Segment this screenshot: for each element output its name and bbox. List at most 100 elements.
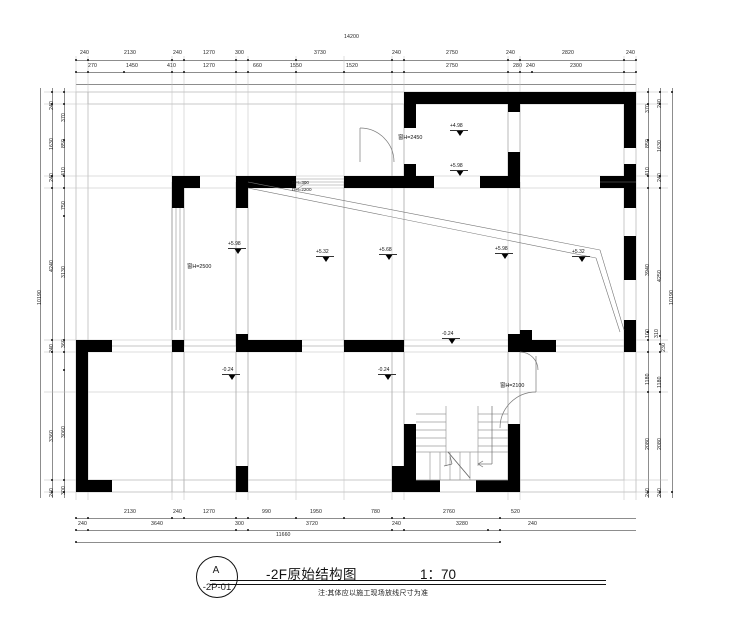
window-symbols — [171, 178, 344, 330]
elevation-triangle — [234, 248, 242, 254]
top-dim-2-10: 2300 — [570, 63, 582, 69]
top-dim-1-1: 2130 — [124, 50, 136, 56]
title-rule-thin — [210, 584, 606, 585]
title-rule-thick — [210, 579, 606, 582]
top-dim-2-4: 660 — [253, 63, 262, 69]
top-dim-2-7: 2750 — [446, 63, 458, 69]
beam-dh-300-label: DH=300 — [292, 180, 309, 185]
elevation-value-low-right: -0.24 — [442, 331, 454, 337]
elevation-triangle — [448, 338, 456, 344]
top-dim-1-5: 3730 — [314, 50, 326, 56]
stair-direction-arrows — [443, 406, 493, 479]
top-dim-2-3: 1270 — [203, 63, 215, 69]
top-dim-2-0: 270 — [88, 63, 97, 69]
bottom-dim-2-1: 3720 — [306, 521, 318, 527]
drawing-tag-circle — [196, 556, 238, 598]
plan-outer-boundary — [75, 91, 637, 493]
bottom-dim-1-2: 240 — [173, 509, 182, 515]
overall-width-label: 14200 — [344, 34, 359, 40]
elevation-value-top-door: +4.98 — [450, 123, 463, 129]
elevation-value-low-mid: -0.24 — [378, 367, 390, 373]
right-dim-line-3 — [672, 88, 673, 498]
top-dim-2-8: 280 — [513, 63, 522, 69]
top-dim-1-6: 240 — [392, 50, 401, 56]
right-dim-line-2 — [660, 88, 661, 498]
drawing-tag-number: -2P-01 — [202, 582, 232, 593]
bottom-dim-1-8: 240 — [392, 521, 401, 527]
bottom-dim-1-9: 2760 — [443, 509, 455, 515]
window-height-2100-label: 窗H=2100 — [500, 383, 525, 389]
window-height-2500-label: 窗H=2500 — [187, 264, 212, 270]
bottom-dim-1-5: 990 — [262, 509, 271, 515]
elevation-value-center-left: +5.32 — [316, 249, 329, 255]
elevation-baseline — [442, 338, 460, 339]
elevation-baseline — [316, 256, 334, 257]
elevation-triangle — [228, 374, 236, 380]
elevation-value-center-right: +5.98 — [495, 246, 508, 252]
elevation-value-center: +5.68 — [379, 247, 392, 253]
top-dim-1-9: 2820 — [562, 50, 574, 56]
top-dim-1-10: 240 — [626, 50, 635, 56]
top-dim-2-6: 1520 — [346, 63, 358, 69]
left-dim-line-1 — [40, 88, 41, 498]
elevation-baseline — [572, 256, 590, 257]
bottom-dim-2-2: 3280 — [456, 521, 468, 527]
elevation-value-right: +5.32 — [572, 249, 585, 255]
top-dim-line-2 — [76, 72, 636, 73]
elevation-value-left-room: +5.98 — [228, 241, 241, 247]
elevation-triangle — [501, 253, 509, 259]
bottom-dim-1-4: 300 — [235, 521, 244, 527]
top-dim-1-2: 240 — [173, 50, 182, 56]
drawing-scale: 1：70 — [420, 567, 457, 582]
drawing-tag-letter: A — [212, 565, 220, 576]
extension-lines — [44, 56, 668, 500]
bottom-dim-1-6: 1950 — [310, 509, 322, 515]
bottom-dim-1-0: 240 — [78, 521, 87, 527]
elevation-triangle — [384, 374, 392, 380]
top-dim-1-3: 1270 — [203, 50, 215, 56]
bottom-dim-1-1: 2130 — [124, 509, 136, 515]
drawing-title: -2F原始结构图 — [266, 567, 357, 582]
bottom-dim-line-3 — [76, 542, 500, 543]
bottom-dim-2-0: 3640 — [151, 521, 163, 527]
elevation-baseline — [378, 374, 396, 375]
elevation-triangle — [456, 130, 464, 136]
top-dim-1-0: 240 — [80, 50, 89, 56]
beam-leader-line — [295, 182, 307, 191]
elevation-baseline — [495, 253, 513, 254]
elevation-triangle — [385, 254, 393, 260]
interior-thin-lines — [87, 92, 636, 492]
elevation-triangle — [578, 256, 586, 262]
left-dim-line-3 — [64, 88, 65, 498]
top-dim-2-9: 240 — [526, 63, 535, 69]
inner-width-label: 11660 — [276, 532, 291, 538]
top-dim-2-2: 410 — [167, 63, 176, 69]
top-dim-2-1: 1450 — [126, 63, 138, 69]
structural-walls — [76, 92, 636, 492]
elevation-value-top-room: +5.98 — [450, 163, 463, 169]
left-dim-line-2 — [52, 88, 53, 498]
elevation-triangle — [456, 170, 464, 176]
top-dim-1-7: 2750 — [446, 50, 458, 56]
top-dim-1-4: 300 — [235, 50, 244, 56]
right-dim-line-1 — [648, 88, 649, 498]
bottom-dim-1-11: 240 — [528, 521, 537, 527]
elevation-baseline — [222, 374, 240, 375]
window-height-2450-label: 窗H=2450 — [398, 135, 423, 141]
stair-treads — [416, 406, 508, 481]
elevation-baseline — [450, 130, 468, 131]
bottom-dim-1-3: 1270 — [203, 509, 215, 515]
top-dim-line-3 — [76, 84, 636, 85]
elevation-baseline — [228, 248, 246, 249]
dimension-ticks — [51, 59, 673, 543]
door-swing-arcs — [359, 127, 539, 429]
beam-lines — [247, 181, 636, 333]
bottom-dim-line-1 — [76, 518, 636, 519]
drawing-note: 注:其体应以施工现场放线尺寸为准 — [318, 590, 429, 597]
elevation-baseline — [450, 170, 468, 171]
elevation-triangle — [322, 256, 330, 262]
bottom-dim-1-7: 780 — [371, 509, 380, 515]
title-block: A -2P-01 -2F原始结构图 1：70 注:其体应以施工现场放线尺寸为准 — [196, 556, 636, 618]
